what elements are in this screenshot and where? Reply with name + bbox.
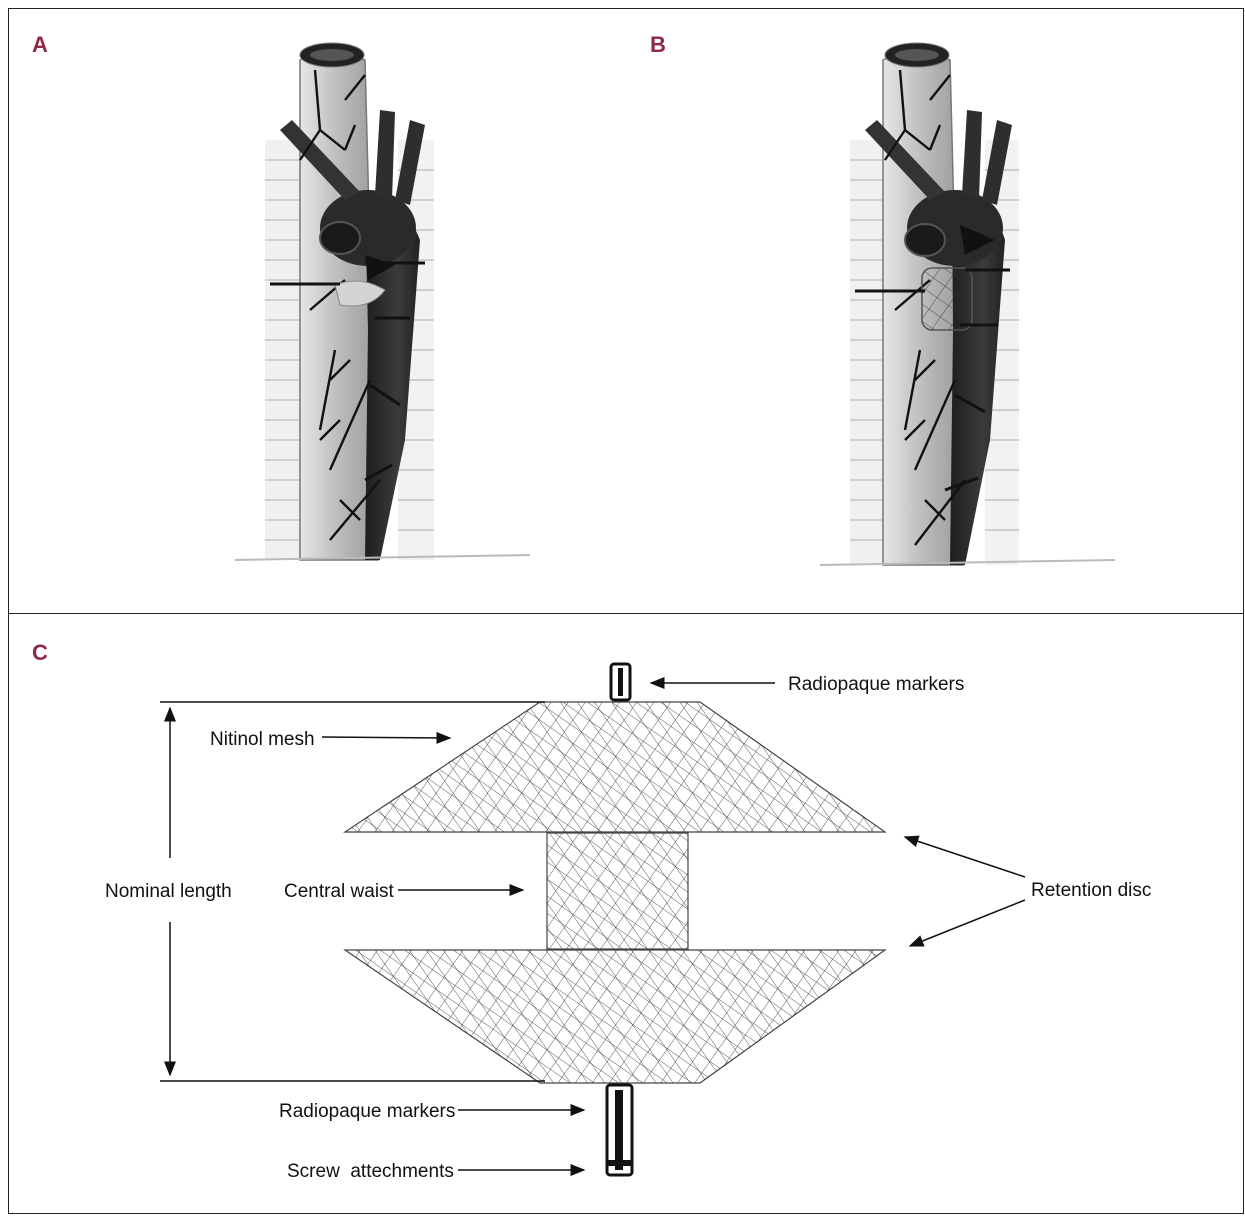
label-screw-attachments: Screw attechments (287, 1161, 454, 1182)
label-radiopaque-markers-bottom: Radiopaque markers (279, 1101, 455, 1122)
occluder-diagram: Radiopaque markers Nitinol mesh Nominal … (105, 664, 1151, 1182)
anatomy-illustration-b (820, 43, 1115, 565)
label-nitinol-mesh: Nitinol mesh (210, 729, 315, 750)
label-retention-disc: Retention disc (1031, 880, 1151, 901)
occluder-device-b (922, 268, 972, 330)
anatomy-illustration-a (235, 43, 530, 560)
label-nominal-length: Nominal length (105, 881, 232, 902)
label-radiopaque-markers-top: Radiopaque markers (788, 674, 964, 695)
label-central-waist: Central waist (284, 881, 395, 902)
